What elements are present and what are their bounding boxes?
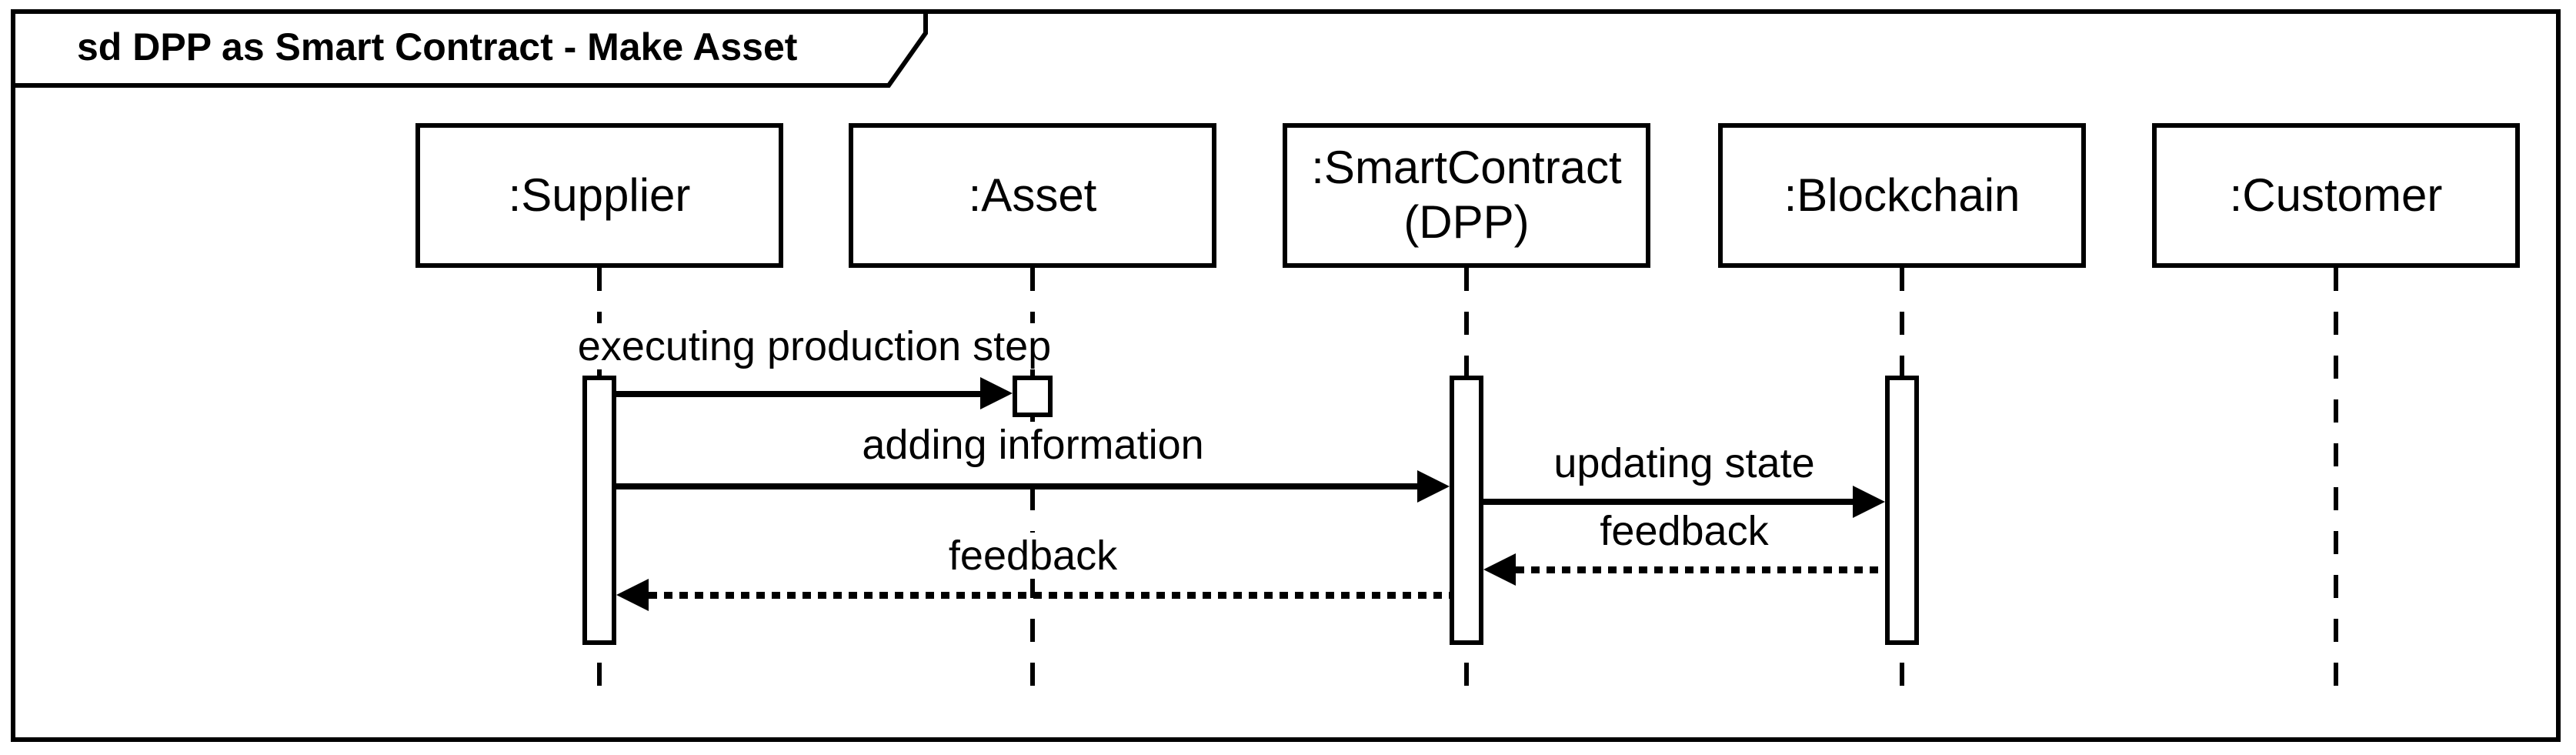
lifeline-line-asset: [1030, 268, 1035, 693]
message-label-adding-information: adding information: [616, 422, 1450, 468]
activation-asset: [1013, 376, 1053, 417]
diagram-frame: [11, 9, 2561, 742]
lifeline-head-smartcontract: :SmartContract (DPP): [1283, 123, 1650, 268]
message-line-executing-production-step: [616, 391, 983, 397]
filled-arrowhead-icon: [1417, 470, 1450, 503]
lifeline-label: :Blockchain: [1784, 169, 2020, 221]
message-label-updating-state: updating state: [1483, 440, 1885, 486]
filled-arrowhead-icon: [616, 579, 649, 611]
message-label-feedback-smartcontract: feedback: [616, 533, 1450, 579]
lifeline-line-customer: [2334, 268, 2338, 693]
activation-supplier: [582, 376, 616, 645]
lifeline-head-supplier: :Supplier: [415, 123, 783, 268]
activation-smartcontract: [1450, 376, 1483, 645]
message-line-adding-information: [616, 483, 1420, 489]
frame-title-tab: [11, 9, 928, 88]
message-label-feedback-blockchain: feedback: [1483, 508, 1885, 554]
filled-arrowhead-icon: [980, 377, 1013, 409]
message-line-feedback-smartcontract: [649, 592, 1450, 599]
lifeline-label-line2: (DPP): [1403, 196, 1530, 248]
lifeline-label: :SmartContract: [1311, 142, 1622, 194]
filled-arrowhead-icon: [1853, 486, 1885, 518]
lifeline-label: :Asset: [968, 169, 1097, 221]
lifeline-label: :Supplier: [508, 169, 691, 221]
lifeline-head-customer: :Customer: [2152, 123, 2520, 268]
activation-blockchain: [1885, 376, 1919, 645]
lifeline-head-blockchain: :Blockchain: [1718, 123, 2086, 268]
message-line-updating-state: [1483, 499, 1856, 505]
lifeline-label: :Customer: [2229, 169, 2443, 221]
message-line-feedback-blockchain: [1516, 566, 1885, 573]
message-label-executing-production-step: executing production step: [569, 323, 1059, 369]
lifeline-head-asset: :Asset: [849, 123, 1216, 268]
filled-arrowhead-icon: [1483, 553, 1516, 586]
frame-title: sd DPP as Smart Contract - Make Asset: [77, 25, 798, 68]
